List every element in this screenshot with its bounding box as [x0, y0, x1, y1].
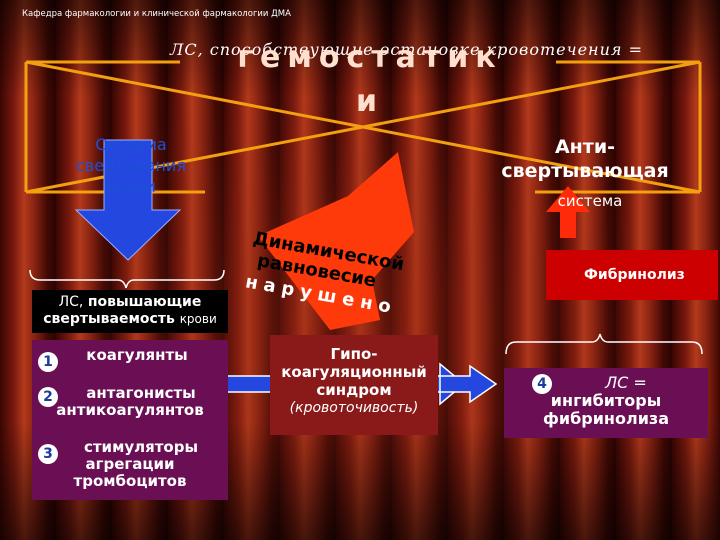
agent-line: коагулянты — [86, 346, 188, 364]
agent-line: антагонисты — [86, 384, 196, 402]
agent-number-badge: 1 — [38, 352, 58, 372]
agent-number-badge: 3 — [38, 444, 58, 464]
agent-line: тромбоцитов — [73, 472, 187, 490]
coagulation-label-line: свертывания — [76, 156, 186, 175]
agent-platelet-aggregation-stimulators: стимуляторы агрегации тромбоцитов — [32, 439, 228, 490]
red-up-arrow — [546, 186, 590, 238]
agent-number-badge: 2 — [38, 387, 58, 407]
anticoagulation-label-line: свертывающая — [501, 160, 669, 182]
agent-line: агрегации — [85, 455, 175, 473]
hypo-line: коагуляционный — [281, 363, 427, 381]
coagulation-label-line: крови — [106, 177, 156, 196]
title-hemostatics: гемостатик и — [190, 36, 550, 124]
hypo-line: Гипо- — [330, 345, 378, 363]
right-brace — [505, 333, 703, 355]
anticoagulation-label-line: Анти- — [554, 136, 616, 158]
department-header: Кафедра фармакологии и клинической фарма… — [22, 9, 291, 19]
inhibitors-line-2: ингибиторы — [550, 391, 662, 410]
agent-number-badge: 4 — [532, 374, 552, 394]
inhibitors-line-1: ЛС = — [605, 373, 647, 392]
inhibitors-line-3: фибринолиза — [543, 409, 669, 428]
anticoagulation-system-sublabel: система — [557, 192, 623, 210]
agent-anticoagulant-antagonists: антагонисты антикоагулянтов — [32, 385, 228, 419]
hypocoagulation-syndrome-box: Гипо- коагуляционный синдром (кровоточив… — [270, 335, 438, 435]
coagulation-system-label: Система свертывания крови — [56, 134, 206, 197]
increase-coagulation-box: ЛС, повышающие свертываемость крови — [32, 290, 228, 333]
increase-box-text-2a: свертываемость — [43, 311, 180, 327]
title-hemostatics-suffix: и — [355, 84, 385, 119]
blue-down-arrow — [74, 139, 182, 261]
agent-coagulants: коагулянты — [62, 347, 212, 364]
red-disruption-arrow — [258, 152, 414, 330]
fibrinolysis-box: Фибринолиз — [546, 250, 718, 300]
agent-line: стимуляторы — [83, 438, 199, 456]
anticoagulation-system-label: Анти- свертывающая — [470, 135, 700, 183]
increase-box-text-1a: ЛС, — [58, 294, 88, 310]
agent-line: антикоагулянтов — [56, 401, 204, 419]
left-brace — [29, 269, 225, 289]
increase-box-text-1b: повышающие — [87, 294, 202, 310]
hypo-italic-note: (кровоточивость) — [289, 400, 419, 416]
fibrinolysis-inhibitors-box: 4 ЛС = ингибиторы фибринолиза — [504, 368, 708, 438]
arrow-to-inhibitors — [439, 364, 498, 404]
coagulant-agents-box: 1 коагулянты 2 антагонисты антикоагулянт… — [32, 340, 228, 500]
title-background-text: ЛС, способствующие остановке кровотечени… — [170, 40, 643, 59]
title-hemostatics-main: гемостатик — [237, 40, 503, 75]
increase-box-text-2b: крови — [179, 312, 217, 326]
hypo-line: синдром — [316, 381, 392, 399]
coagulation-label-line: Система — [95, 135, 167, 154]
